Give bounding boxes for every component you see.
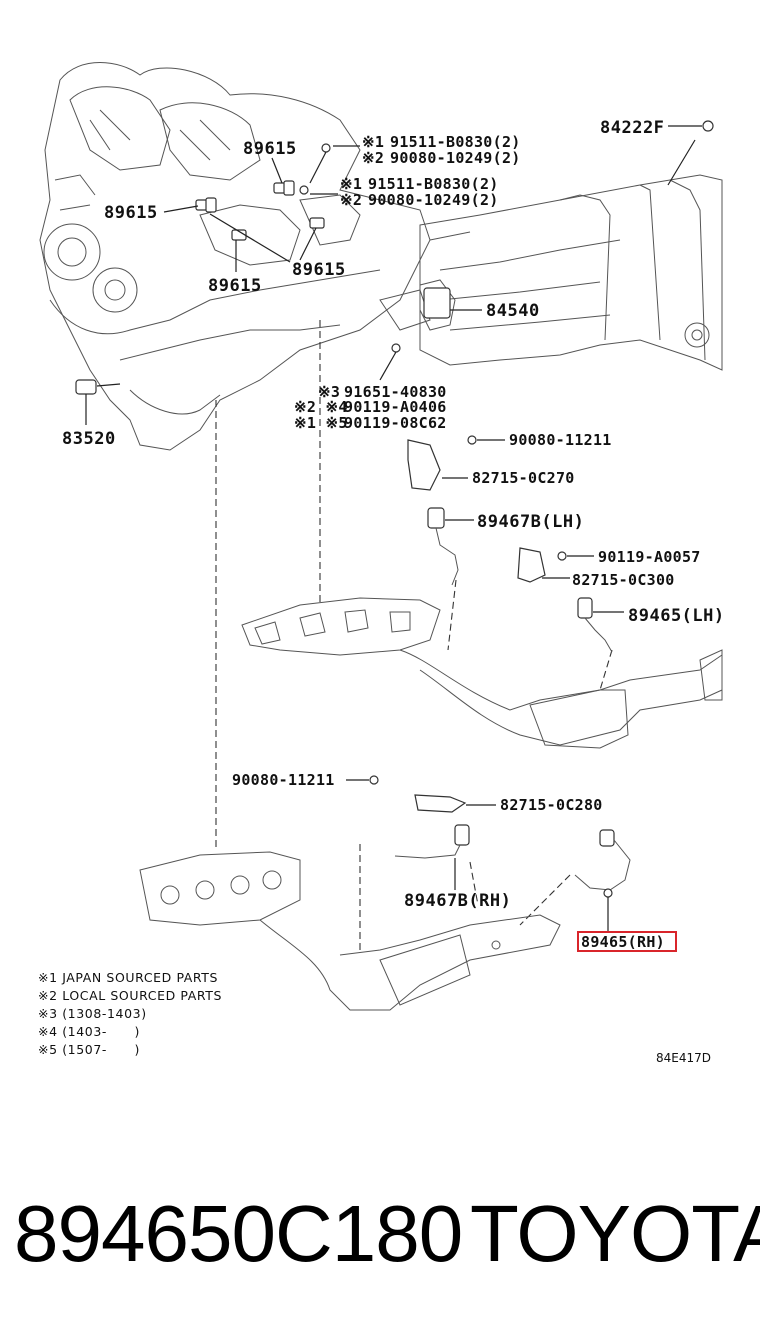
rh-sensor-group bbox=[346, 775, 631, 932]
label-89465-RH-highlighted: 89465(RH) bbox=[581, 933, 665, 951]
mark-2b: ※2 bbox=[340, 191, 362, 209]
label-91511-B0830-a: 91511-B0830(2) bbox=[390, 133, 521, 151]
mark-2a: ※2 bbox=[362, 149, 384, 167]
note-2: ※2 LOCAL SOURCED PARTS bbox=[38, 988, 222, 1003]
label-91511-B0830-b: 91511-B0830(2) bbox=[368, 175, 499, 193]
notes-legend: ※1 JAPAN SOURCED PARTS ※2 LOCAL SOURCED … bbox=[38, 970, 222, 1057]
label-89465-LH: 89465(LH) bbox=[628, 606, 725, 626]
label-89615-bottom-right: 89615 bbox=[292, 260, 346, 280]
engine-part-symbols bbox=[75, 120, 714, 395]
label-90080-11211-lh: 90080-11211 bbox=[509, 431, 612, 449]
mark-1a: ※1 bbox=[362, 133, 384, 151]
brand-name: TOYOTA bbox=[470, 1189, 760, 1278]
label-90119-08C62: 90119-08C62 bbox=[344, 414, 447, 432]
label-82715-0C300: 82715-0C300 bbox=[572, 571, 675, 589]
mark-1-5: ※1 ※5 bbox=[294, 414, 348, 432]
label-90080-10249-a: 90080-10249(2) bbox=[390, 149, 521, 167]
label-89615-bottom-left: 89615 bbox=[208, 276, 262, 296]
note-3: ※3 (1308-1403) bbox=[38, 1006, 147, 1021]
label-90119-A0406: 90119-A0406 bbox=[344, 398, 447, 416]
label-90080-11211-rh: 90080-11211 bbox=[232, 771, 335, 789]
label-91651-40830: 91651-40830 bbox=[344, 383, 447, 401]
note-4: ※4 (1403- ) bbox=[38, 1024, 140, 1039]
footer: 894650C180 TOYOTA bbox=[0, 1180, 760, 1300]
mark-3: ※3 bbox=[318, 383, 340, 401]
mark-2-4: ※2 ※4 bbox=[294, 398, 348, 416]
callout-labels: 84222F 89615 89615 89615 89615 84540 835… bbox=[62, 118, 725, 952]
label-84222F: 84222F bbox=[600, 118, 664, 138]
engine-illustration bbox=[39, 62, 431, 451]
note-5: ※5 (1507- ) bbox=[38, 1042, 140, 1057]
mark-1b: ※1 bbox=[340, 175, 362, 193]
label-82715-0C270: 82715-0C270 bbox=[472, 469, 575, 487]
leader-lines-top bbox=[85, 125, 702, 425]
part-number: 894650C180 bbox=[14, 1189, 463, 1278]
diagram-code: 84E417D bbox=[656, 1051, 711, 1065]
lh-sensor-group bbox=[407, 435, 624, 653]
highlight-box bbox=[577, 931, 677, 952]
transmission-illustration bbox=[419, 174, 723, 371]
label-84540: 84540 bbox=[486, 301, 540, 321]
rh-exhaust-assembly bbox=[139, 851, 561, 1011]
label-82715-0C280: 82715-0C280 bbox=[500, 796, 603, 814]
label-89615-left: 89615 bbox=[104, 203, 158, 223]
label-89467B-LH: 89467B(LH) bbox=[477, 512, 584, 532]
label-83520: 83520 bbox=[62, 429, 116, 449]
note-1: ※1 JAPAN SOURCED PARTS bbox=[38, 970, 218, 985]
label-90080-10249-b: 90080-10249(2) bbox=[368, 191, 499, 209]
lh-exhaust-assembly bbox=[241, 597, 723, 749]
label-90119-A0057: 90119-A0057 bbox=[598, 548, 701, 566]
dashed-leader-lines bbox=[215, 320, 613, 950]
label-89467B-RH: 89467B(RH) bbox=[404, 891, 511, 911]
parts-diagram: 84222F 89615 89615 89615 89615 84540 835… bbox=[38, 62, 725, 1065]
label-89615-top: 89615 bbox=[243, 139, 297, 159]
